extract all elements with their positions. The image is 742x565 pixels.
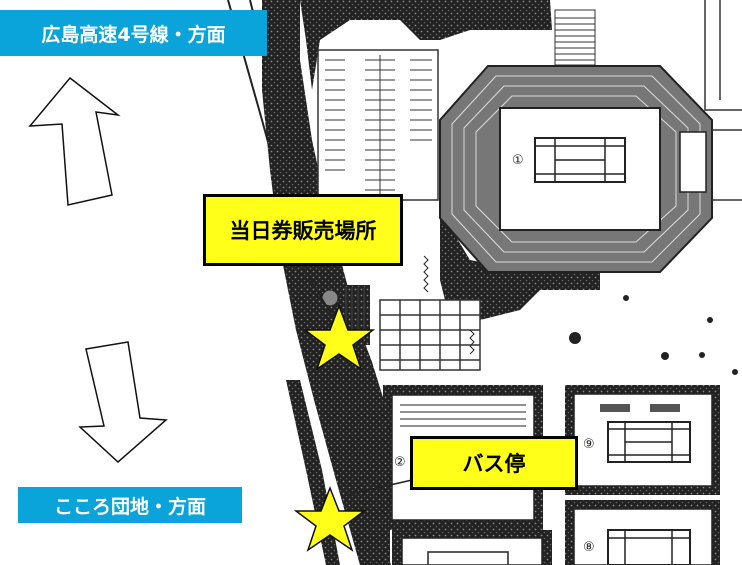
south-direction-label: こころ団地・方面 [18, 487, 242, 523]
bus-stop-label: バス停 [410, 436, 578, 490]
court-9 [565, 385, 720, 495]
trees [569, 295, 738, 375]
ticket-booth-label: 当日券販売場所 [203, 194, 403, 266]
ticket-booth-leader [299, 261, 337, 323]
ticket-booth-star-icon [302, 303, 376, 371]
court-number-9: ⑨ [583, 437, 595, 452]
parking-lot [317, 49, 439, 201]
court-8 [565, 500, 720, 565]
bus-stop-leader [345, 479, 413, 496]
court-7 [392, 530, 552, 565]
stairs-center [379, 299, 481, 371]
east-structure [704, 0, 742, 201]
court-number-2: ② [394, 455, 406, 470]
bus-stop-star-icon [293, 485, 367, 552]
center-court-stadium [439, 65, 713, 273]
arrow-up-icon [28, 76, 121, 206]
stairs-north [554, 9, 596, 66]
wooded-area-center [440, 210, 600, 320]
arrow-down-icon [78, 341, 168, 464]
court-number-center: ① [512, 153, 524, 168]
bank-line [469, 329, 475, 355]
wooded-area-north [300, 0, 552, 90]
wooded-area-west [262, 0, 390, 565]
bank-line [423, 255, 429, 293]
north-direction-label: 広島高速4号線・方面 [0, 10, 267, 56]
court-number-8: ⑧ [583, 540, 595, 555]
